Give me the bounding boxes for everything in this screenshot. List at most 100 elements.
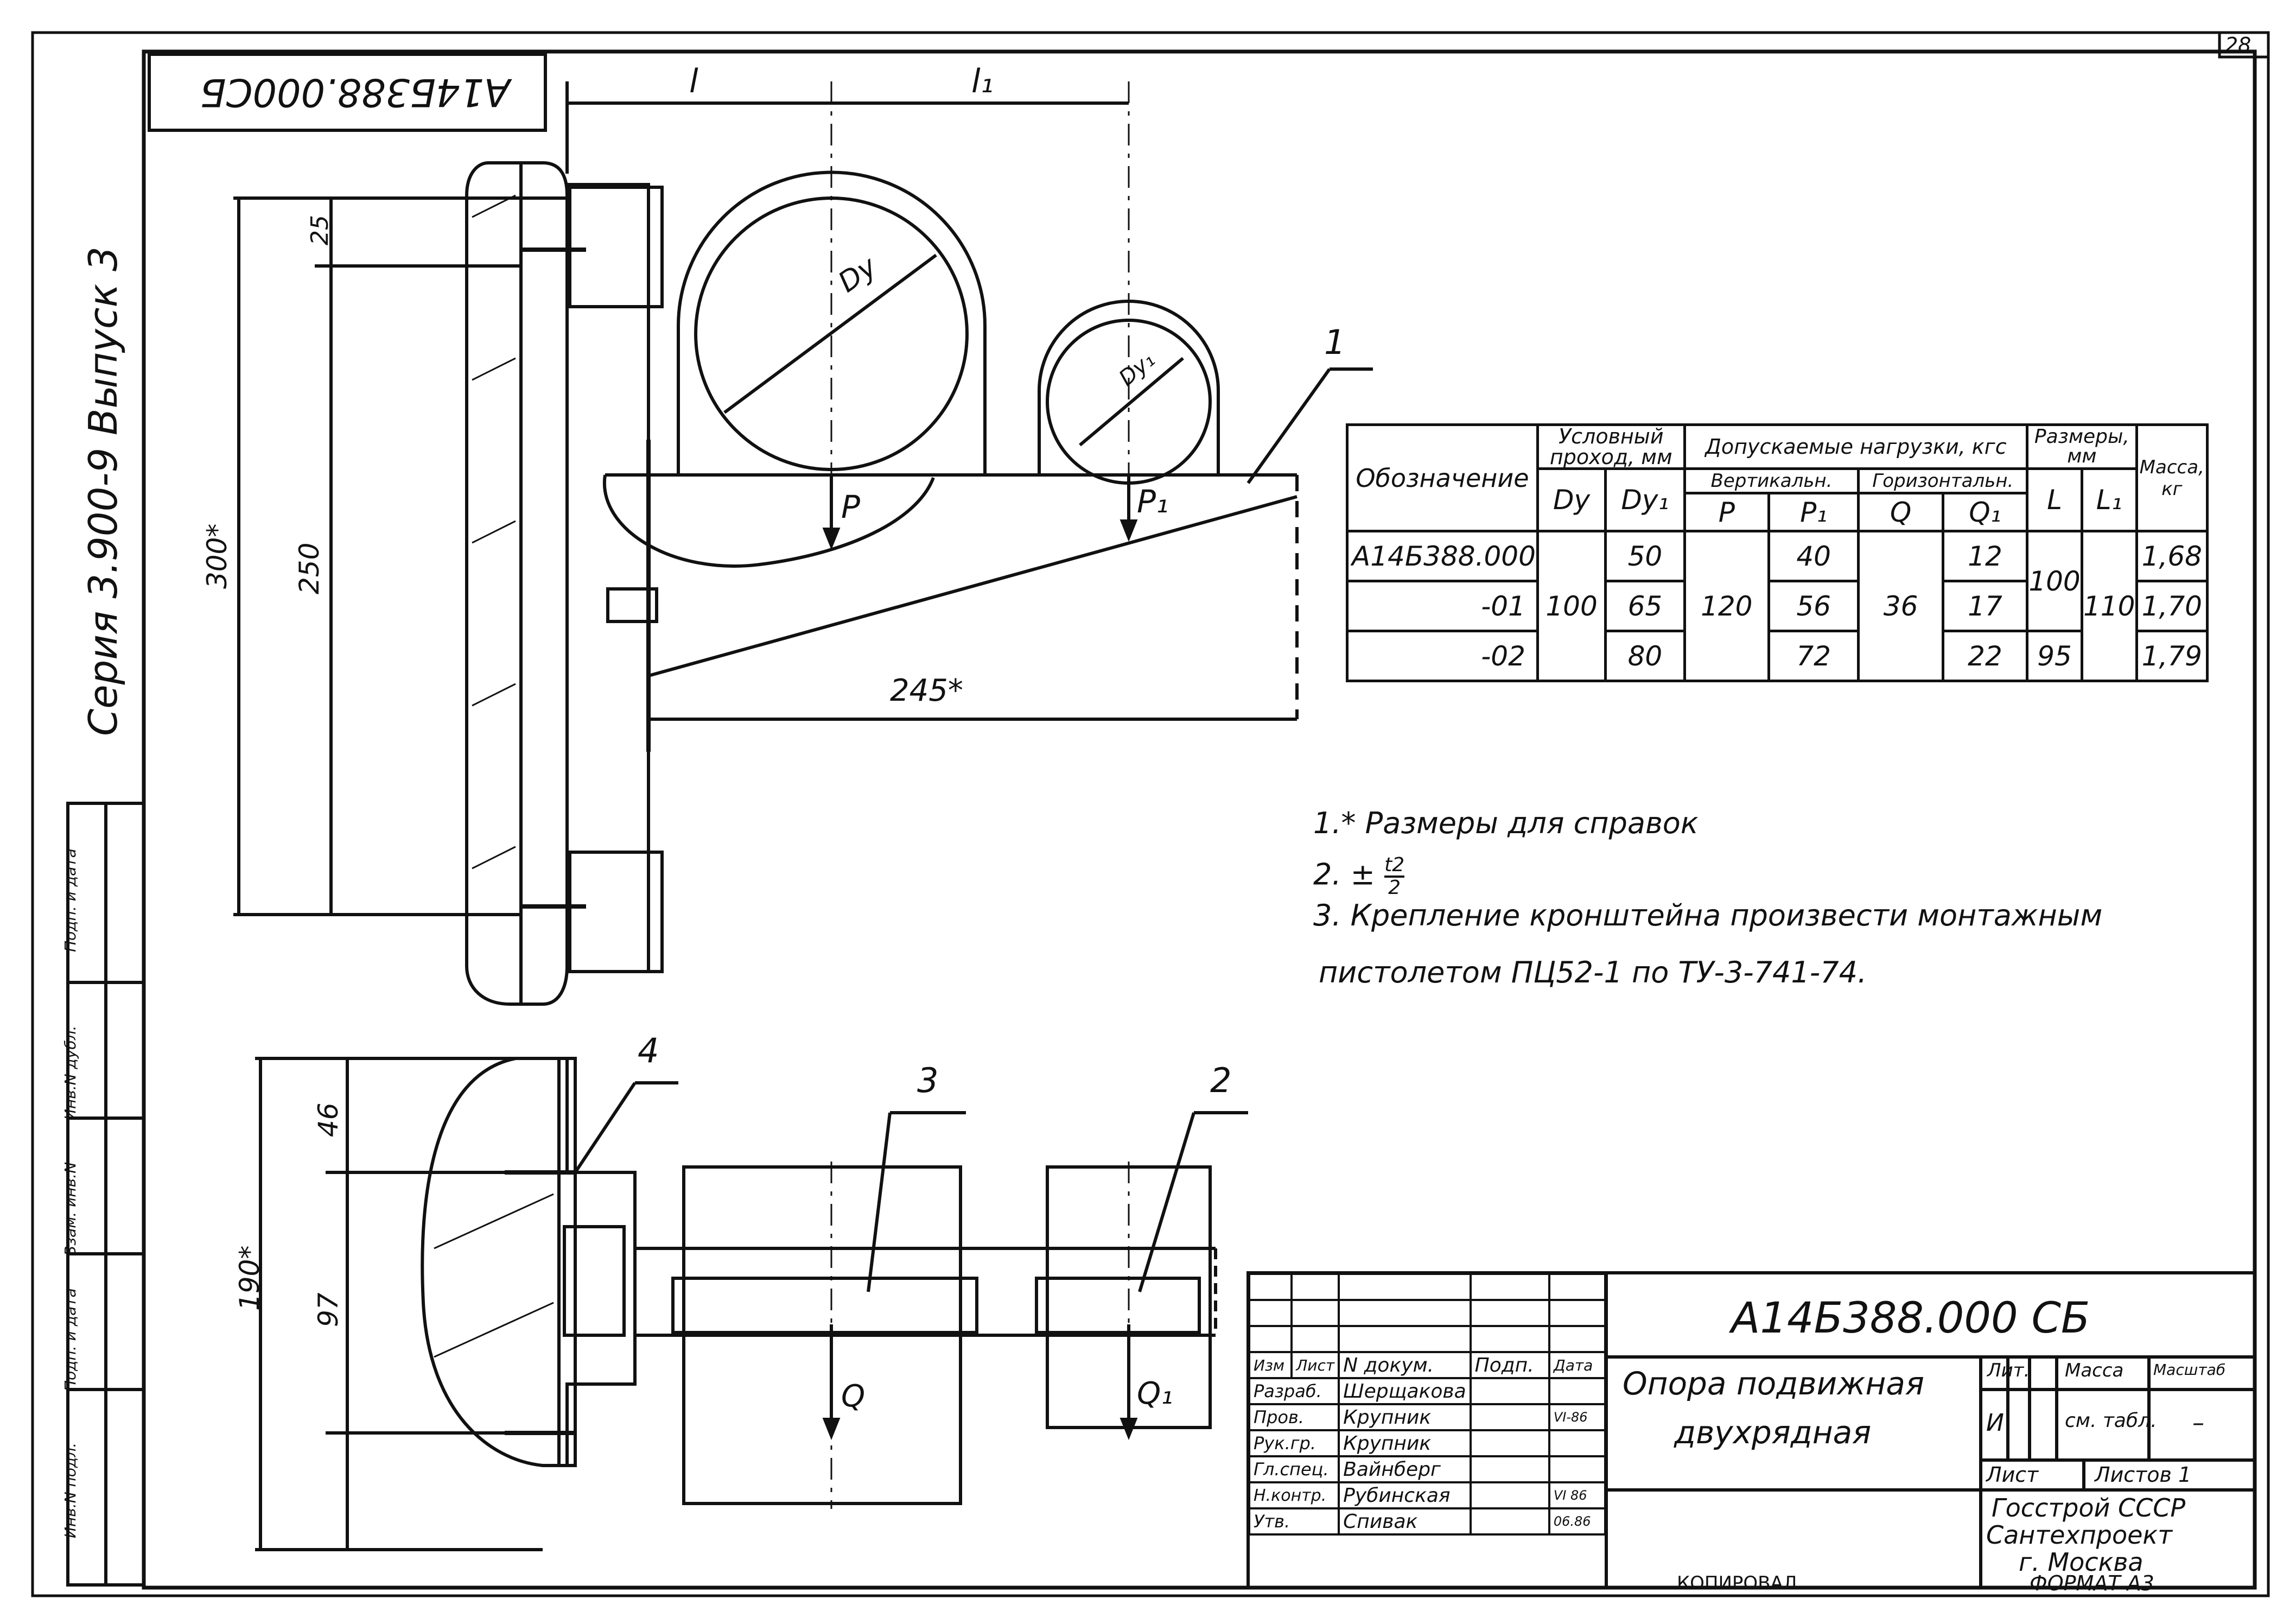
role-name: Спивак <box>1338 1507 1472 1536</box>
role-name: Вайнберг <box>1338 1455 1472 1483</box>
table-row: -02 80 72 22 95 1,79 <box>1346 630 2209 682</box>
strip-label-sign-date-1: Подп. и дата <box>61 1288 79 1392</box>
sheet-label: Лист <box>1986 1463 2039 1487</box>
role-label: Гл.спец. <box>1248 1455 1340 1483</box>
col-sign: Подп. <box>1469 1351 1550 1379</box>
load-p1-label: P₁ <box>1137 483 1169 520</box>
th-loads: Допускаемые нагрузки, кгс <box>1683 423 2029 470</box>
note-1: 1.* Размеры для справок <box>1313 806 1699 840</box>
cell-designation: -02 <box>1346 630 1539 682</box>
strip-label-inv-orig: Инв.N подл. <box>61 1442 79 1538</box>
dim-97-label: 97 <box>313 1292 344 1327</box>
copied-by: КОПИРОВАЛ <box>1677 1572 1797 1594</box>
dim-l1-label: l₁ <box>971 62 994 100</box>
role-label: Рук.гр. <box>1248 1429 1340 1457</box>
role-row: Рук.гр. Крупник <box>1248 1429 1607 1457</box>
dim-190-label: 190* <box>234 1245 265 1311</box>
role-date: 06.86 <box>1548 1507 1607 1536</box>
cell-designation: А14Б388.000 <box>1346 530 1539 582</box>
dim-300-label: 300* <box>201 523 233 589</box>
col-doc: N докум. <box>1338 1351 1472 1379</box>
role-name: Крупник <box>1338 1429 1472 1457</box>
col-date: Дата <box>1548 1351 1607 1379</box>
org-line2: Сантехпроект <box>1986 1520 2173 1550</box>
cell-dy1: 65 <box>1604 580 1686 632</box>
th-q: Q <box>1857 492 1944 532</box>
th-bore: Условный проход, мм <box>1536 423 1686 470</box>
role-date <box>1548 1377 1607 1405</box>
strip-label-dup-inv: Инв.N дубл. <box>61 1025 79 1121</box>
strip-label-sign-date-2: Подп. и дата <box>61 848 79 952</box>
load-q-label: Q <box>841 1379 866 1414</box>
cell-q1: 12 <box>1941 530 2029 582</box>
note-2-prefix: 2. ± <box>1313 857 1375 892</box>
series-label: Серия 3.900-9 Выпуск 3 <box>80 246 126 736</box>
role-row: Разраб. Шерщакова <box>1248 1377 1607 1405</box>
wall-top <box>465 161 569 1006</box>
title-block-frame <box>1246 1271 2256 1589</box>
role-row: Н.контр. Рубинская VI 86 <box>1248 1481 1607 1509</box>
cell-dy1: 50 <box>1604 530 1686 582</box>
cell-q1: 22 <box>1941 630 2029 682</box>
title-line2: двухрядная <box>1674 1414 1872 1451</box>
role-label: Н.контр. <box>1248 1481 1340 1509</box>
dim-25-label: 25 <box>306 215 334 245</box>
role-row: Пров. Крупник VI-86 <box>1248 1403 1607 1431</box>
mass-label: Масса <box>2065 1360 2124 1381</box>
note-2: 2. ± t2 2 <box>1313 855 1405 899</box>
top-stamp: А14Б388.000СБ <box>200 70 510 115</box>
table-row: А14Б388.000 100 50 120 40 36 12 100 110 … <box>1346 530 2209 682</box>
callout-1: 1 <box>1324 322 1346 362</box>
role-name: Шерщакова <box>1338 1377 1472 1405</box>
role-date <box>1548 1455 1607 1483</box>
cell-mass: 1,70 <box>2135 580 2209 632</box>
load-p-label: P <box>841 489 860 525</box>
mass-value: см. табл. <box>2065 1410 2157 1432</box>
org-line3: г. Москва <box>2019 1547 2144 1577</box>
strip-label-repl-inv: Взам. инв.N <box>61 1162 79 1256</box>
role-label: Утв. <box>1248 1507 1340 1536</box>
cell-q: 36 <box>1857 530 1944 682</box>
page-number-box <box>2218 31 2270 59</box>
sheets-label: Листов 1 <box>2095 1463 2192 1487</box>
cell-l1: 110 <box>2080 530 2138 682</box>
role-date: VI 86 <box>1548 1481 1607 1509</box>
title-line1: Опора подвижная <box>1623 1365 1924 1402</box>
role-name: Крупник <box>1338 1403 1472 1431</box>
th-p: P <box>1683 492 1770 532</box>
dim-250-label: 250 <box>294 542 325 594</box>
format-label: ФОРМАТ А3 <box>2030 1571 2154 1595</box>
cell-p1: 72 <box>1767 630 1860 682</box>
org-line1: Госстрой СССР <box>1992 1493 2186 1522</box>
th-mass: Масса, кг <box>2135 423 2209 532</box>
lit-value: И <box>1986 1409 2004 1437</box>
callout-2: 2 <box>1210 1061 1232 1100</box>
role-label: Разраб. <box>1248 1377 1340 1405</box>
doc-number: А14Б388.000 СБ <box>1731 1294 2090 1343</box>
th-dy1: Dy₁ <box>1604 467 1686 532</box>
lit-label: Лит. <box>1987 1360 2030 1381</box>
page-number: 28 <box>2225 33 2252 57</box>
role-date <box>1548 1429 1607 1457</box>
bracket-plan <box>565 1058 637 1466</box>
cell-l: 95 <box>2026 630 2083 682</box>
load-q1-label: Q₁ <box>1137 1376 1173 1411</box>
outer-frame <box>31 31 2270 1597</box>
cell-designation: -01 <box>1346 580 1539 632</box>
cell-p: 120 <box>1683 530 1770 682</box>
role-label: Пров. <box>1248 1403 1340 1431</box>
th-q1: Q₁ <box>1941 492 2029 532</box>
note-3-line1: 3. Крепление кронштейна произвести монта… <box>1313 898 2103 932</box>
th-p1: P₁ <box>1767 492 1860 532</box>
title-block-left: Изм Лист N докум. Подп. Дата Разраб. Шер… <box>1248 1273 1607 1536</box>
cell-p1: 56 <box>1767 580 1860 632</box>
title-block-col-headers: Изм Лист N докум. Подп. Дата <box>1248 1351 1607 1379</box>
wall-bottom <box>421 1057 577 1467</box>
role-row: Утв. Спивак 06.86 <box>1248 1507 1607 1536</box>
note-2-denominator: 2 <box>1388 876 1401 899</box>
dim-46-label: 46 <box>313 1102 344 1137</box>
role-name: Рубинская <box>1338 1481 1472 1509</box>
callout-3: 3 <box>917 1061 939 1100</box>
th-horiz: Горизонтальн. <box>1857 467 2029 494</box>
